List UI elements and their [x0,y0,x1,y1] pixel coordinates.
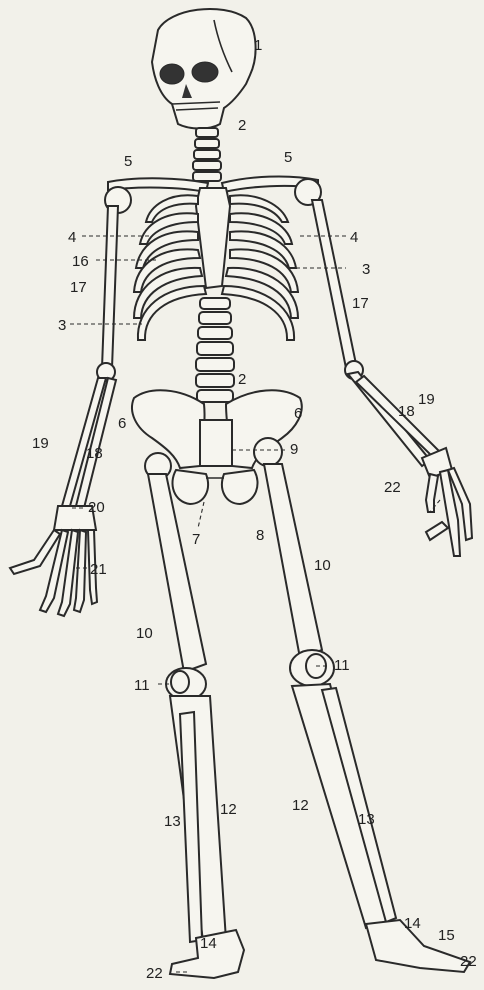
label-5-left: 5 [124,154,132,169]
label-22-right-hand: 22 [384,480,401,495]
label-21: 21 [90,562,107,577]
label-16: 16 [72,254,89,269]
label-19-right: 19 [418,392,435,407]
label-10-left: 10 [136,626,153,641]
label-12-left: 12 [220,802,237,817]
label-4-right: 4 [350,230,358,245]
label-7: 7 [192,532,200,547]
label-12-right: 12 [292,798,309,813]
label-3-left: 3 [58,318,66,333]
label-18-right: 18 [398,404,415,419]
label-14-left: 14 [200,936,217,951]
right-side-leg [254,438,470,972]
label-19-left: 19 [32,436,49,451]
cervical-spine [193,128,221,181]
label-17-right: 17 [352,296,369,311]
skull [152,9,256,129]
label-6-left: 6 [118,416,126,431]
label-20: 20 [88,500,105,515]
left-side-arm [10,187,131,616]
label-2-lumbar: 2 [238,372,246,387]
label-15: 15 [438,928,455,943]
label-11-right: 11 [334,658,350,673]
label-17-left: 17 [70,280,87,295]
label-11-left: 11 [134,678,150,693]
label-13-left: 13 [164,814,181,829]
label-14-right: 14 [404,916,421,931]
label-4-left: 4 [68,230,76,245]
label-3-right: 3 [362,262,370,277]
spine [196,298,234,402]
label-22-right-foot: 22 [460,954,477,969]
label-9: 9 [290,442,298,457]
label-2-neck: 2 [238,118,246,133]
label-22-left-foot: 22 [146,966,163,981]
label-6-right: 6 [294,406,302,421]
label-18-left: 18 [86,446,103,461]
label-13-right: 13 [358,812,375,827]
label-5-right: 5 [284,150,292,165]
label-1: 1 [254,38,262,53]
leader-lines [70,236,440,972]
label-10-right: 10 [314,558,331,573]
label-8: 8 [256,528,264,543]
